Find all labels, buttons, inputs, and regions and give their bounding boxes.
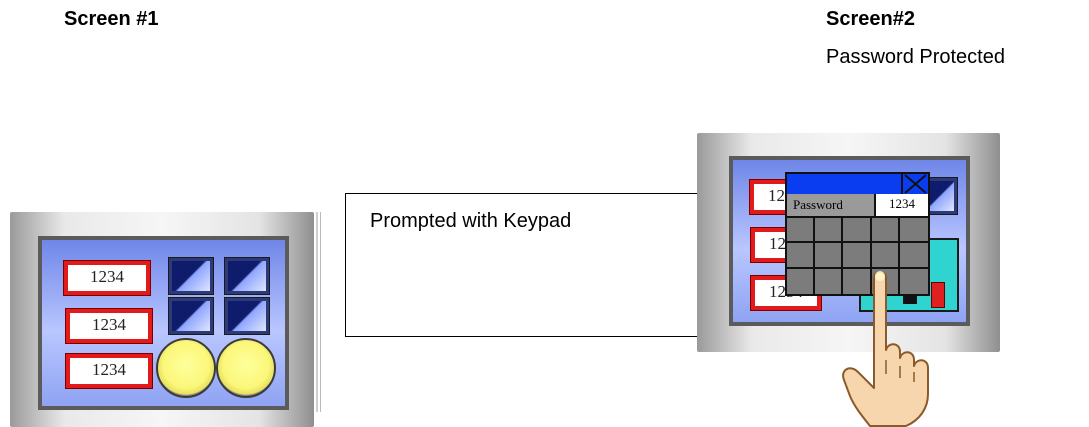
screen1-field-1[interactable]: 1234	[63, 260, 151, 296]
keypad-key[interactable]	[899, 218, 928, 244]
keypad-key[interactable]	[843, 268, 872, 294]
keypad-key[interactable]	[815, 218, 844, 244]
screen1-edge	[316, 212, 318, 412]
keypad-key[interactable]	[871, 243, 900, 269]
screen1-lamp-1	[156, 338, 216, 398]
keypad-password-row: Password 1234	[787, 194, 928, 218]
keypad-titlebar	[787, 174, 928, 196]
screen2-heading: Screen#2	[826, 8, 915, 30]
screen1-button-4[interactable]	[224, 297, 270, 335]
keypad-key[interactable]	[787, 268, 816, 294]
keypad-key[interactable]	[815, 268, 844, 294]
keypad-popup[interactable]: Password 1234	[785, 172, 930, 296]
keypad-password-value[interactable]: 1234	[874, 194, 928, 216]
pointing-hand-icon	[842, 271, 929, 427]
keypad-key[interactable]	[815, 243, 844, 269]
screen1-edge-2	[320, 212, 321, 412]
keypad-key[interactable]	[899, 243, 928, 269]
screen1-field-3[interactable]: 1234	[65, 353, 153, 389]
keypad-key[interactable]	[843, 243, 872, 269]
keypad-key[interactable]	[843, 218, 872, 244]
close-icon[interactable]	[901, 174, 928, 194]
screen1-button-3[interactable]	[168, 297, 214, 335]
screen1-field-2[interactable]: 1234	[65, 308, 153, 344]
keypad-key[interactable]	[899, 268, 928, 294]
screen2-red-indicator	[931, 282, 945, 308]
screen2-subtitle: Password Protected	[826, 46, 1005, 68]
prompt-box: Prompted with Keypad	[345, 193, 705, 337]
keypad-key[interactable]	[787, 218, 816, 244]
screen1-button-2[interactable]	[224, 257, 270, 295]
keypad-grid	[787, 218, 928, 294]
screen1-lamp-2	[216, 338, 276, 398]
keypad-password-label: Password	[793, 197, 843, 212]
screen1-button-1[interactable]	[168, 257, 214, 295]
prompt-text: Prompted with Keypad	[370, 210, 572, 232]
keypad-key[interactable]	[787, 243, 816, 269]
screen1-heading: Screen #1	[64, 8, 159, 30]
keypad-key[interactable]	[871, 218, 900, 244]
screen1-panel: 1234 1234 1234	[38, 236, 289, 410]
